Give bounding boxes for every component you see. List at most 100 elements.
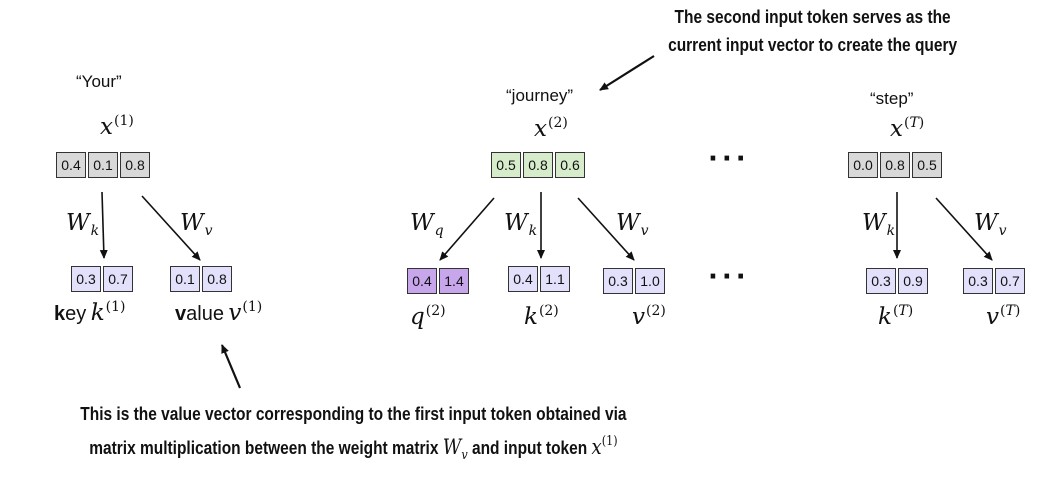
top-annotation-line2: current input vector to create the query <box>668 35 958 55</box>
vector-cell: 1.0 <box>635 268 665 294</box>
x-superscript: (1) <box>113 113 134 129</box>
input-vector-step: 0.0 0.8 0.5 <box>848 152 942 178</box>
vector-cell: 0.8 <box>202 266 232 292</box>
key-symbol: k <box>524 304 538 330</box>
vector-cell: 1.4 <box>439 268 469 294</box>
arrow-your-to-value <box>141 195 201 261</box>
weight-label-wk: Wk <box>862 212 896 239</box>
x-symbol: x <box>534 116 547 142</box>
key-superscript: (1) <box>105 299 126 315</box>
token-word-your: “Your” <box>76 72 122 91</box>
value-label-step: v(T) <box>986 304 1020 329</box>
vector-cell: 0.7 <box>103 266 133 292</box>
weight-subscript: v <box>640 223 649 239</box>
callout-arrow-value <box>220 344 242 389</box>
input-vector-your: 0.4 0.1 0.8 <box>56 152 150 178</box>
token-word-journey: “journey” <box>506 86 574 105</box>
arrow-your-to-key <box>99 191 108 259</box>
key-label-your: key k(1) <box>54 300 125 326</box>
weight-matrix-symbol: Wv <box>442 435 468 463</box>
x-superscript: (T) <box>903 115 925 131</box>
input-token-symbol: x(1) <box>591 434 618 459</box>
vector-cell: 0.3 <box>603 268 633 294</box>
weight-symbol: W <box>180 210 204 236</box>
weight-label-wk: Wk <box>66 210 100 239</box>
weight-label-wv: Wv <box>974 210 1007 239</box>
weight-label-wk: Wk <box>504 210 538 239</box>
key-symbol: k <box>90 300 105 326</box>
value-symbol: v <box>986 304 999 330</box>
vector-cell: 0.4 <box>508 266 538 292</box>
value-word-rest: alue <box>186 303 224 325</box>
vector-cell: 1.1 <box>540 266 570 292</box>
vector-cell: 0.6 <box>555 152 585 178</box>
bottom-annotation-line1: This is the value vector corresponding t… <box>80 404 627 424</box>
input-label-x2: x(2) <box>534 116 568 141</box>
value-label-your: value v(1) <box>175 300 262 326</box>
token-word-step: “step” <box>870 89 914 108</box>
arrow-step-to-value <box>935 197 993 261</box>
query-label-journey: q(2) <box>410 304 446 329</box>
key-vector-step: 0.3 0.9 <box>866 268 928 294</box>
key-superscript: (T) <box>892 303 914 319</box>
vector-cell: 0.4 <box>407 268 437 294</box>
input-vector-journey: 0.5 0.8 0.6 <box>491 152 585 178</box>
value-superscript: (T) <box>1000 303 1021 319</box>
value-label-journey: v(2) <box>632 304 666 329</box>
query-superscript: (2) <box>425 303 446 319</box>
value-symbol: v <box>632 304 645 330</box>
value-vector-your: 0.1 0.8 <box>170 266 232 292</box>
vector-cell: 0.4 <box>56 152 86 178</box>
x-symbol: x <box>100 114 113 140</box>
x-symbol: x <box>890 116 903 142</box>
x-superscript: (2) <box>547 115 568 131</box>
weight-symbol: W <box>616 210 640 236</box>
weight-subscript: k <box>528 223 538 239</box>
vector-cell: 0.9 <box>898 268 928 294</box>
input-label-x1: x(1) <box>100 114 134 139</box>
weight-subscript: q <box>434 223 444 239</box>
weight-label-wv: Wv <box>180 210 213 239</box>
top-annotation: The second input token serves as the cur… <box>632 3 993 59</box>
weight-symbol: W <box>974 210 998 236</box>
vector-cell: 0.8 <box>880 152 910 178</box>
vector-cell: 0.3 <box>866 268 896 294</box>
arrow-journey-to-value <box>577 197 635 261</box>
input-label-xT: x(T) <box>890 116 924 141</box>
weight-symbol: W <box>66 210 90 236</box>
key-label-journey: k(2) <box>524 304 559 329</box>
bottom-annotation-line2: matrix multiplication between the weight… <box>89 434 618 463</box>
vector-cell: 0.5 <box>912 152 942 178</box>
key-vector-your: 0.3 0.7 <box>71 266 133 292</box>
vector-cell: 0.1 <box>170 266 200 292</box>
value-symbol: v <box>228 300 242 326</box>
vector-cell: 0.1 <box>88 152 118 178</box>
key-word-rest: ey <box>65 303 87 325</box>
weight-subscript: k <box>886 223 896 239</box>
vector-cell: 0.8 <box>523 152 553 178</box>
value-vector-journey: 0.3 1.0 <box>603 268 665 294</box>
value-vector-step: 0.3 0.7 <box>963 268 1025 294</box>
weight-symbol: W <box>504 210 528 236</box>
vector-cell: 0.0 <box>848 152 878 178</box>
value-word-bold: v <box>175 303 187 325</box>
key-symbol: k <box>878 304 892 330</box>
key-word-bold: k <box>54 303 66 325</box>
query-vector-journey: 0.4 1.4 <box>407 268 469 294</box>
vector-cell: 0.3 <box>963 268 993 294</box>
weight-label-wq: Wq <box>410 212 444 239</box>
vector-cell: 0.5 <box>491 152 521 178</box>
weight-label-wv: Wv <box>616 210 649 239</box>
key-superscript: (2) <box>538 303 559 319</box>
vector-cell: 0.3 <box>71 266 101 292</box>
callout-arrow-query <box>599 55 655 91</box>
arrow-journey-to-query <box>439 197 495 261</box>
value-superscript: (1) <box>242 299 263 315</box>
weight-subscript: v <box>204 223 213 239</box>
weight-subscript: k <box>90 223 100 239</box>
vector-cell: 0.8 <box>120 152 150 178</box>
key-label-step: k(T) <box>878 304 913 329</box>
value-superscript: (2) <box>646 303 666 319</box>
